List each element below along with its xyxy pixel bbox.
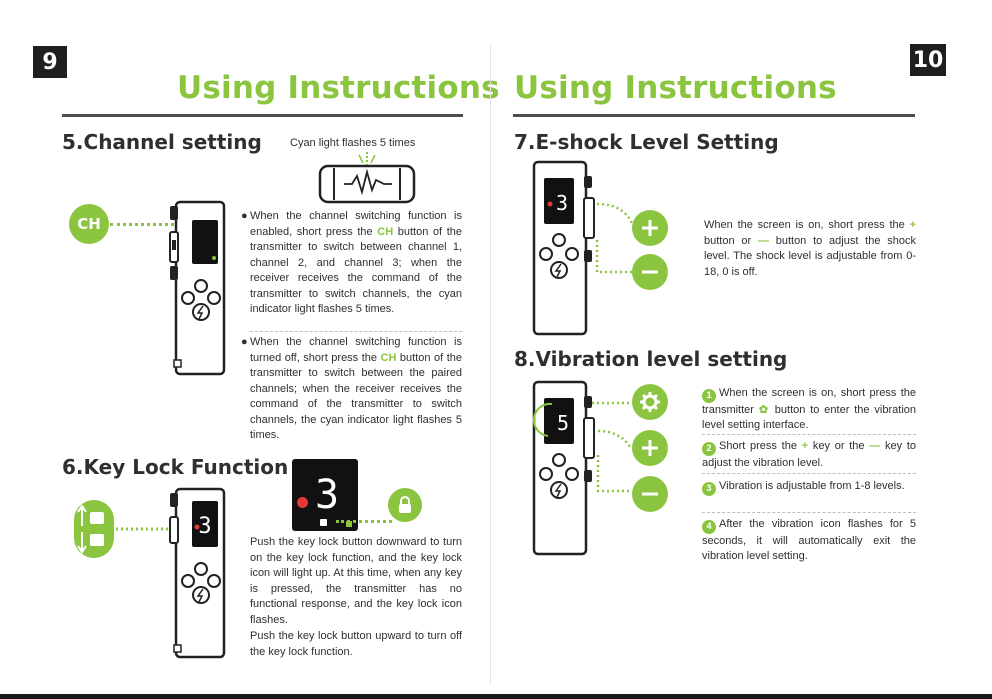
transmitter-device-keylock: 3 [169,487,226,659]
gear-inline-icon: ✿ [758,403,770,416]
step-number-icon: 2 [702,441,716,456]
step-number-icon: 1 [702,388,716,403]
minus-button-icon [632,254,668,290]
transmitter-device-vibration: 5 [532,380,595,556]
keylock-paragraph-2: Push the key lock button upward to turn … [250,630,462,658]
page-title-left: Using Instructions [177,70,500,106]
section-heading-vibration: 8.Vibration level setting [514,347,788,371]
paragraph-separator [250,331,462,332]
page-title-right: Using Instructions [514,70,837,106]
minus-button-icon [632,476,668,512]
enlarged-screen-keylock: 3 [292,459,358,531]
ch-connector-line [110,223,174,226]
screen-digit: 3 [315,472,340,518]
svg-text:5: 5 [557,411,569,435]
minus-inline-icon: — [869,440,881,452]
gear-button-icon [632,384,668,420]
svg-text:3: 3 [556,191,568,215]
transmitter-device-channel [169,200,226,376]
bullet-icon: ● [241,210,248,222]
step-separator [702,512,916,513]
step-number-icon: 3 [702,481,716,496]
title-rule-right [513,114,915,117]
page-number-right: 10 [910,44,946,76]
plus-inline-icon: + [801,440,809,452]
status-dot-icon [297,497,308,508]
ch-button-icon: CH [69,204,109,244]
lock-connector-line [336,520,392,523]
bottom-edge [0,694,992,699]
step-separator [702,434,916,435]
green-indicator-icon [346,521,352,527]
section-heading-eshock: 7.E-shock Level Setting [514,130,779,154]
lock-indicator-icon [320,519,327,526]
page-divider [490,45,491,685]
plus-button-icon [632,430,668,466]
cyan-flash-caption: Cyan light flashes 5 times [290,137,416,149]
key-lock-icon [388,488,422,522]
step-number-icon: 4 [702,519,716,534]
step-separator [702,473,916,474]
section-heading-keylock: 6.Key Lock Function [62,455,289,479]
channel-paragraph-2: ● When the channel switching function is… [241,336,463,441]
page-number-left: 9 [33,46,67,78]
transmitter-device-eshock: 3 [532,160,595,336]
channel-paragraph-1: ● When the channel switching function is… [241,210,463,315]
svg-text:3: 3 [198,514,211,539]
key-lock-slider-callout [74,500,172,558]
section-heading-channel: 5.Channel setting [62,130,262,154]
keylock-paragraph-1: Push the key lock button downward to tur… [250,536,462,626]
plus-button-icon [632,210,668,246]
eshock-connector-lines [595,202,635,274]
eshock-paragraph: When the screen is on, short press the +… [704,219,916,278]
vibration-connector-lines [592,401,632,493]
bullet-icon: ● [241,336,248,348]
title-rule-left [62,114,463,117]
receiver-collar-illustration [318,152,416,204]
